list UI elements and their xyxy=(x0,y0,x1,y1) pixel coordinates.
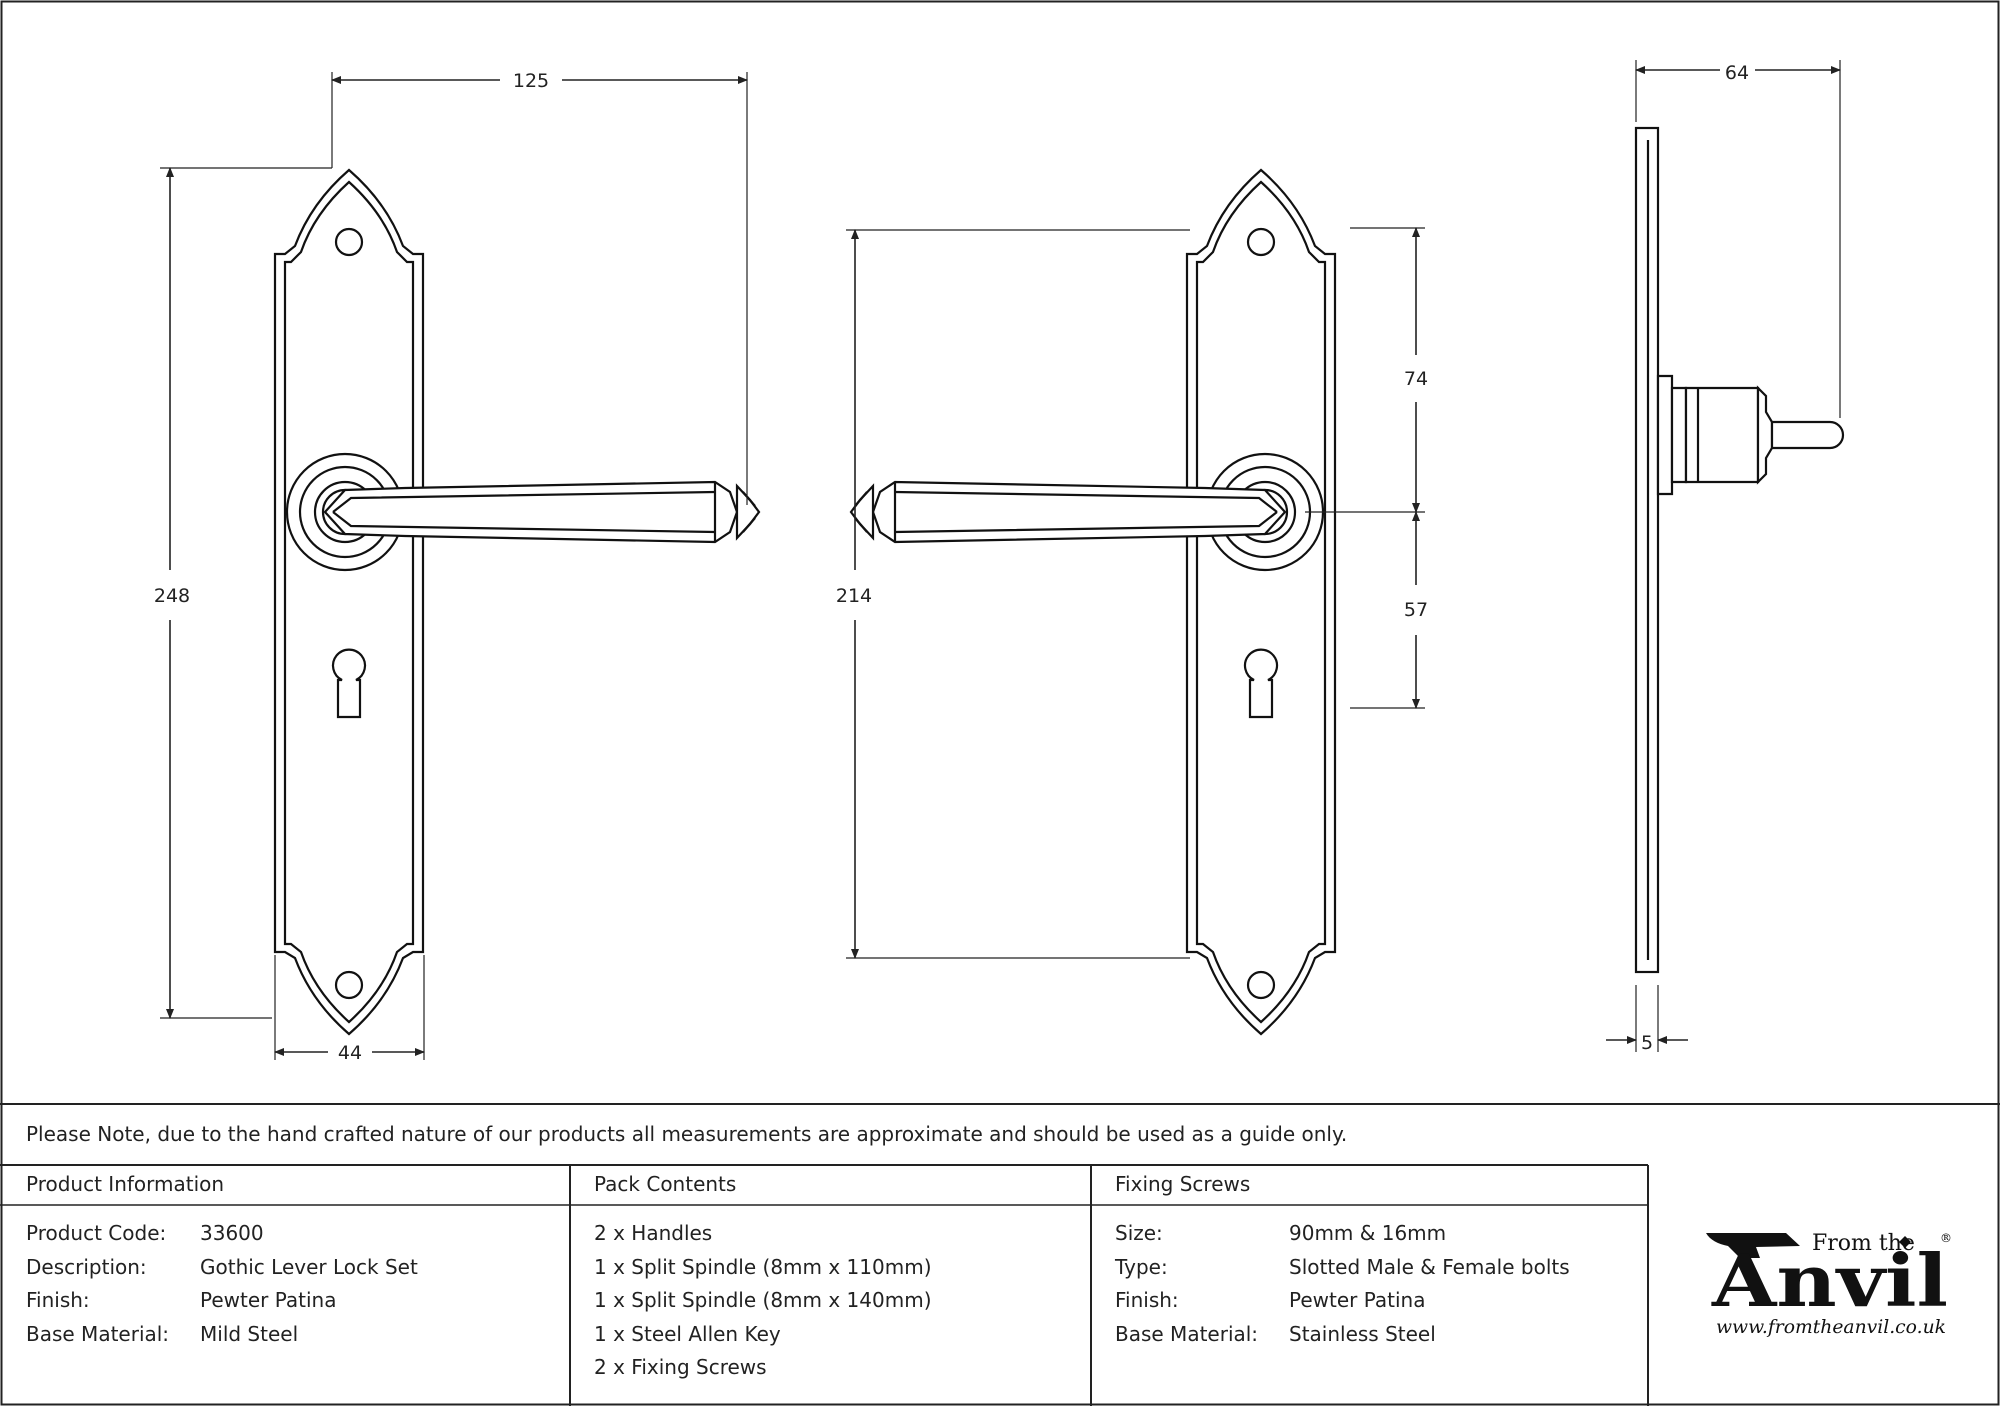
pack-item: 1 x Split Spindle (8mm x 140mm) xyxy=(594,1288,932,1312)
measurement-note: Please Note, due to the hand crafted nat… xyxy=(26,1122,1348,1146)
pack-contents-heading: Pack Contents xyxy=(594,1172,737,1196)
pack-item: 1 x Split Spindle (8mm x 110mm) xyxy=(594,1254,932,1279)
title-block-grid xyxy=(0,1103,2000,1406)
diamond-icon xyxy=(1899,1236,1911,1248)
screw-row-base-material: Base Material: Stainless Steel xyxy=(1115,1318,1570,1352)
pack-item: 2 x Handles xyxy=(594,1221,713,1245)
info-value: 33600 xyxy=(200,1221,264,1245)
info-key: Product Code: xyxy=(26,1221,167,1245)
dim-214: 214 xyxy=(836,585,872,607)
info-key: Description: xyxy=(26,1254,147,1279)
screw-key: Base Material: xyxy=(1115,1321,1259,1346)
pack-item: 2 x Fixing Screws xyxy=(594,1355,767,1379)
product-information-heading: Product Information xyxy=(26,1172,225,1196)
screw-key: Size: xyxy=(1115,1221,1163,1245)
fixing-screws-heading: Fixing Screws xyxy=(1115,1172,1251,1196)
pack-contents-list: 2 x Handles 1 x Split Spindle (8mm x 110… xyxy=(594,1217,932,1385)
screw-value: Slotted Male & Female bolts xyxy=(1289,1254,1570,1279)
dim-44: 44 xyxy=(338,1042,362,1064)
dimension-labels: 125 248 44 214 74 57 64 5 xyxy=(150,56,1754,1066)
screw-row-type: Type: Slotted Male & Female bolts xyxy=(1115,1251,1570,1285)
back-view xyxy=(846,168,1425,1036)
side-view xyxy=(1606,60,1845,1052)
info-row-description: Description: Gothic Lever Lock Set xyxy=(26,1251,418,1285)
info-value: Pewter Patina xyxy=(200,1288,337,1312)
pack-item: 1 x Steel Allen Key xyxy=(594,1321,781,1346)
dim-248: 248 xyxy=(154,585,190,607)
logo-from-the: From the xyxy=(1812,1231,1915,1256)
anvil-icon xyxy=(1706,1233,1800,1258)
screw-key: Finish: xyxy=(1115,1288,1179,1312)
screw-value: Pewter Patina xyxy=(1289,1288,1426,1312)
dim-125: 125 xyxy=(513,70,549,92)
info-row-finish: Finish: Pewter Patina xyxy=(26,1284,418,1318)
dim-57: 57 xyxy=(1404,599,1428,621)
dim-74: 74 xyxy=(1404,368,1428,390)
dim-5: 5 xyxy=(1641,1032,1653,1054)
info-row-product-code: Product Code: 33600 xyxy=(26,1217,418,1251)
screw-value: Stainless Steel xyxy=(1289,1321,1436,1346)
info-value: Gothic Lever Lock Set xyxy=(200,1254,418,1279)
screw-row-finish: Finish: Pewter Patina xyxy=(1115,1284,1570,1318)
front-view xyxy=(160,72,761,1060)
info-row-base-material: Base Material: Mild Steel xyxy=(26,1318,418,1352)
info-value: Mild Steel xyxy=(200,1321,299,1346)
screw-key: Type: xyxy=(1115,1254,1168,1279)
product-information-list: Product Code: 33600 Description: Gothic … xyxy=(26,1217,418,1351)
logo-url: www.fromtheanvil.co.uk xyxy=(1716,1316,1946,1338)
screw-row-size: Size: 90mm & 16mm xyxy=(1115,1217,1570,1251)
from-the-anvil-logo: From the ® Anvil www.fromtheanvil.co.uk xyxy=(1706,1231,1952,1338)
info-key: Base Material: xyxy=(26,1321,170,1346)
logo-registered: ® xyxy=(1940,1231,1952,1245)
dim-64: 64 xyxy=(1725,62,1749,84)
info-key: Finish: xyxy=(26,1288,90,1312)
fixing-screws-list: Size: 90mm & 16mm Type: Slotted Male & F… xyxy=(1115,1217,1570,1351)
screw-value: 90mm & 16mm xyxy=(1289,1221,1447,1245)
logo-brand: Anvil xyxy=(1711,1238,1948,1323)
